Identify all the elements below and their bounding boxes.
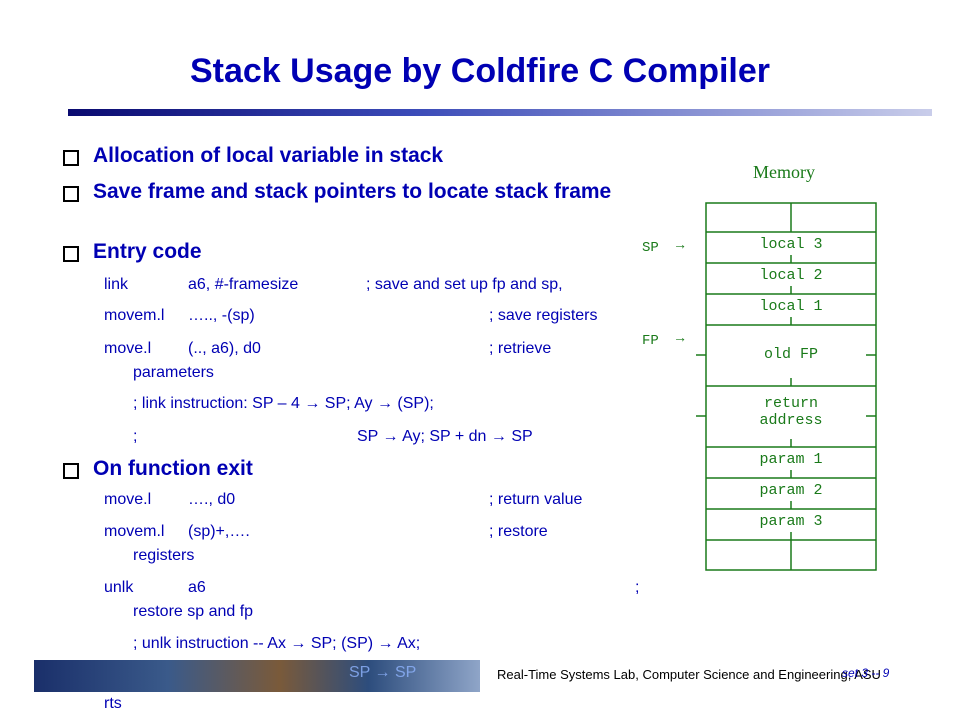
fp-pointer-label: FP	[642, 333, 659, 349]
code-comment-link: ; save and set up fp and sp,	[366, 276, 563, 293]
memory-cell-param-1: param 1	[759, 451, 822, 468]
footer-banner-image: SP → SP	[34, 660, 480, 692]
memory-cell-param-3: param 3	[759, 513, 822, 530]
code-comment-unlk: ;	[635, 579, 640, 596]
memory-cell-local-3: local 3	[759, 236, 822, 253]
memory-cell-local-2: local 2	[759, 267, 822, 284]
code-op-move-params: move.l	[104, 340, 152, 357]
slide-number: set 3 -- 9	[842, 666, 890, 680]
footer-banner-overlay-text: SP → SP	[349, 664, 417, 681]
checkbox-bullet-icon	[63, 186, 79, 202]
footer-lab-name: Real-Time Systems Lab, Computer Science …	[497, 667, 881, 682]
sp-pointer-arrow-icon: →	[676, 238, 685, 254]
code-cont-move-params: parameters	[133, 364, 214, 381]
bullet-entry-code: Entry code	[63, 240, 633, 266]
code-note-link-1: ; link instruction: SP – 4 → SP; Ay → (S…	[133, 395, 434, 412]
code-arg-move-params: (.., a6), d0	[188, 340, 261, 357]
memory-box-outline	[705, 202, 877, 571]
code-arg-movem-save: ….., -(sp)	[188, 307, 255, 324]
bullet-save-pointers: Save frame and stack pointers to locate …	[63, 180, 633, 206]
code-arg-link: a6, #-framesize	[188, 276, 299, 293]
code-comment-movem-restore: ; restore	[489, 523, 548, 540]
bullet-allocation: Allocation of local variable in stack	[63, 144, 633, 170]
memory-cell-old-fp: old FP	[764, 346, 818, 363]
memory-cell-return: return	[764, 395, 818, 412]
checkbox-bullet-icon	[63, 246, 79, 262]
memory-diagram-title: Memory	[753, 162, 815, 182]
code-cont-unlk: restore sp and fp	[133, 603, 254, 620]
checkbox-bullet-icon	[63, 150, 79, 166]
code-op-move-ret: move.l	[104, 491, 152, 508]
code-note-link-2a: ;	[133, 428, 138, 445]
memory-cell-param-2: param 2	[759, 482, 822, 499]
code-op-unlk: unlk	[104, 579, 134, 596]
slide-title: Stack Usage by Coldfire C Compiler	[189, 52, 771, 90]
code-arg-move-ret: …., d0	[188, 491, 236, 508]
code-rts: rts	[104, 695, 122, 712]
code-comment-move-ret: ; return value	[489, 491, 583, 508]
code-comment-move-params: ; retrieve	[489, 340, 552, 357]
code-comment-movem-save: ; save registers	[489, 307, 598, 324]
code-op-link: link	[104, 276, 129, 293]
code-arg-movem-restore: (sp)+,….	[188, 523, 250, 540]
code-note-unlk: ; unlk instruction -- Ax → SP; (SP) → Ax…	[133, 635, 421, 652]
sp-pointer-label: SP	[642, 240, 659, 256]
fp-pointer-arrow-icon: →	[676, 331, 685, 347]
code-op-movem-restore: movem.l	[104, 523, 165, 540]
memory-cell-local-1: local 1	[759, 298, 822, 315]
code-cont-movem-restore: registers	[133, 547, 195, 564]
memory-cell-address: address	[759, 412, 822, 429]
code-note-link-2b: SP → Ay; SP + dn → SP	[357, 428, 533, 445]
code-arg-unlk: a6	[188, 579, 206, 596]
bullet-function-exit: On function exit	[63, 457, 633, 483]
title-underline	[68, 109, 932, 116]
checkbox-bullet-icon	[63, 463, 79, 479]
code-op-movem-save: movem.l	[104, 307, 165, 324]
